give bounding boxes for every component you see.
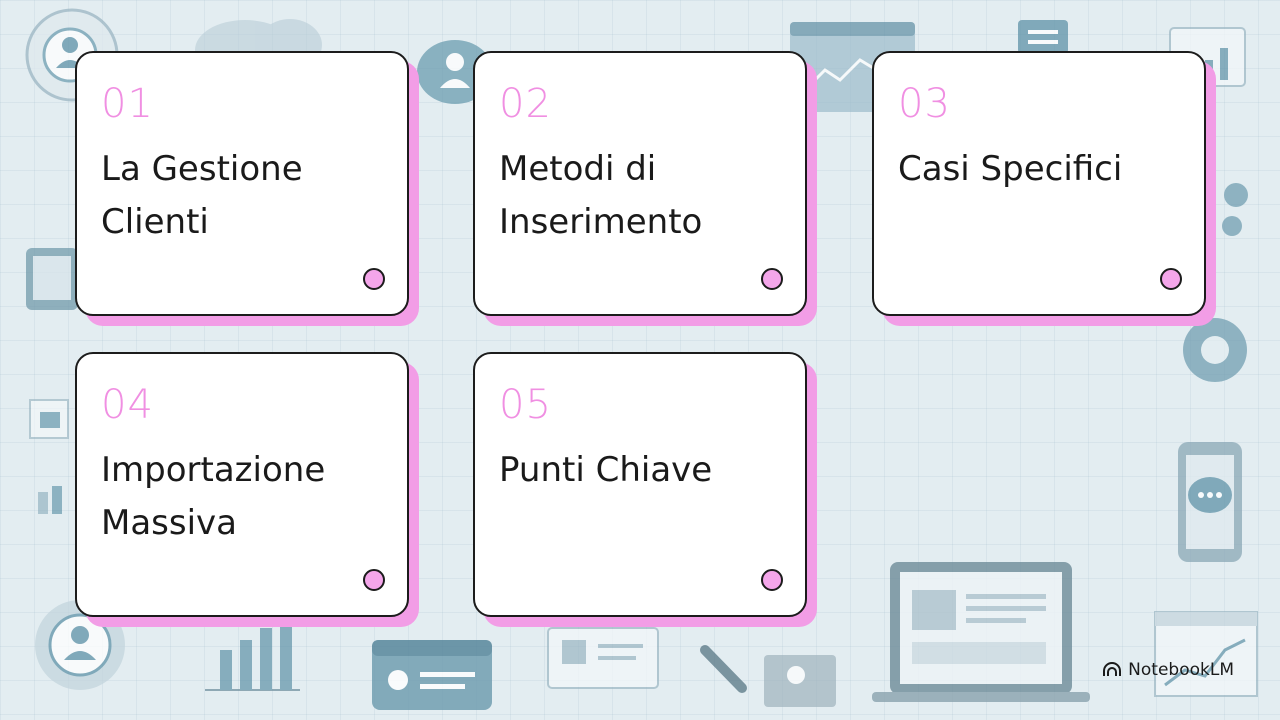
- card-dot-icon: [1160, 268, 1182, 290]
- flow-diagram-icon: [29, 399, 69, 514]
- agenda-card-03[interactable]: 03 Casi Specifici: [872, 51, 1206, 316]
- card-label: Importazione Massiva: [101, 450, 326, 543]
- agenda-card-04[interactable]: 04 Importazione Massiva: [75, 352, 409, 617]
- user-square-icon: [764, 655, 836, 707]
- magnifier-icon: [700, 645, 747, 693]
- card-number: 05: [499, 382, 552, 428]
- document-icon: [1018, 20, 1068, 54]
- trend-chart-icon: [1154, 611, 1258, 697]
- card-number: 01: [101, 81, 154, 127]
- card-number: 02: [499, 81, 552, 127]
- card-dot-icon: [363, 569, 385, 591]
- agenda-card-02[interactable]: 02 Metodi di Inserimento: [473, 51, 807, 316]
- laptop-icon: [872, 562, 1090, 702]
- brand-name: NotebookLM: [1128, 660, 1234, 680]
- user-chat-icon: [35, 600, 125, 690]
- agenda-card-05[interactable]: 05 Punti Chiave: [473, 352, 807, 617]
- growth-chart-icon: [205, 615, 300, 691]
- notebooklm-brand: NotebookLM: [1102, 660, 1234, 680]
- card-label: Casi Specifici: [898, 149, 1123, 189]
- card-label: La Gestione Clienti: [101, 149, 303, 242]
- card-dot-icon: [761, 268, 783, 290]
- card-number: 03: [898, 81, 951, 127]
- card-dot-icon: [363, 268, 385, 290]
- agenda-card-01[interactable]: 01 La Gestione Clienti: [75, 51, 409, 316]
- notebooklm-logo-icon: [1103, 662, 1122, 676]
- card-number: 04: [101, 382, 154, 428]
- id-card-icon: [372, 640, 492, 710]
- profile-document-icon: [547, 627, 659, 689]
- gear-icon: [1183, 183, 1248, 382]
- card-label: Punti Chiave: [499, 450, 713, 490]
- phone-chat-icon: [1178, 442, 1242, 562]
- tablet-icon: [26, 248, 78, 310]
- card-dot-icon: [761, 569, 783, 591]
- card-label: Metodi di Inserimento: [499, 149, 703, 242]
